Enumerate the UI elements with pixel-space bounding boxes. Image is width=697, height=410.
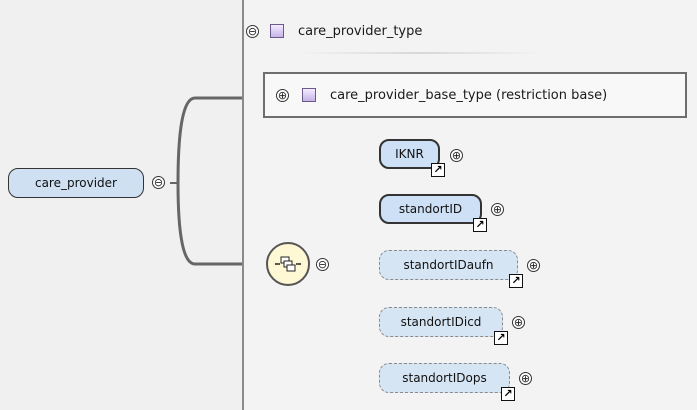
reference-arrow-icon: ↗ bbox=[501, 387, 515, 401]
element-expand-button[interactable]: ⊕ bbox=[512, 316, 525, 329]
complex-type-icon bbox=[270, 24, 284, 38]
reference-arrow-icon: ↗ bbox=[509, 274, 523, 288]
sequence-collapse-button[interactable]: ⊖ bbox=[316, 258, 329, 271]
element-label: standortIDops bbox=[402, 371, 487, 385]
element-standortid[interactable]: standortID bbox=[379, 194, 482, 224]
base-type-label: care_provider_base_type (restriction bas… bbox=[330, 87, 608, 103]
element-iknr[interactable]: IKNR bbox=[379, 139, 440, 169]
root-element-label: care_provider bbox=[34, 176, 117, 190]
element-expand-button[interactable]: ⊕ bbox=[527, 259, 540, 272]
reference-arrow-icon: ↗ bbox=[473, 218, 487, 232]
element-standortidicd[interactable]: standortIDicd bbox=[379, 307, 503, 337]
element-expand-button[interactable]: ⊕ bbox=[450, 149, 463, 162]
element-label: standortIDaufn bbox=[403, 258, 494, 272]
root-collapse-button[interactable]: ⊖ bbox=[152, 176, 165, 189]
element-label: standortID bbox=[398, 202, 463, 216]
type-collapse-button[interactable]: ⊖ bbox=[246, 24, 259, 38]
complex-type-header: ⊖ care_provider_type bbox=[246, 20, 422, 42]
root-element-care-provider[interactable]: care_provider bbox=[8, 168, 144, 198]
sequence-compositor-icon bbox=[275, 256, 301, 272]
element-expand-button[interactable]: ⊕ bbox=[491, 203, 504, 216]
element-label: IKNR bbox=[395, 147, 424, 161]
reference-arrow-icon: ↗ bbox=[494, 331, 508, 345]
base-type-icon bbox=[302, 88, 316, 102]
element-standortidaufn[interactable]: standortIDaufn bbox=[379, 250, 518, 280]
restriction-base-box[interactable]: ⊕ care_provider_base_type (restriction b… bbox=[263, 72, 687, 118]
base-expand-button[interactable]: ⊕ bbox=[276, 88, 289, 102]
header-divider bbox=[300, 52, 540, 54]
complex-type-label: care_provider_type bbox=[298, 23, 423, 39]
reference-arrow-icon: ↗ bbox=[431, 163, 445, 177]
element-standortidops[interactable]: standortIDops bbox=[379, 363, 510, 393]
element-expand-button[interactable]: ⊕ bbox=[519, 372, 532, 385]
element-label: standortIDicd bbox=[400, 315, 482, 329]
sequence-compositor[interactable] bbox=[266, 242, 310, 286]
